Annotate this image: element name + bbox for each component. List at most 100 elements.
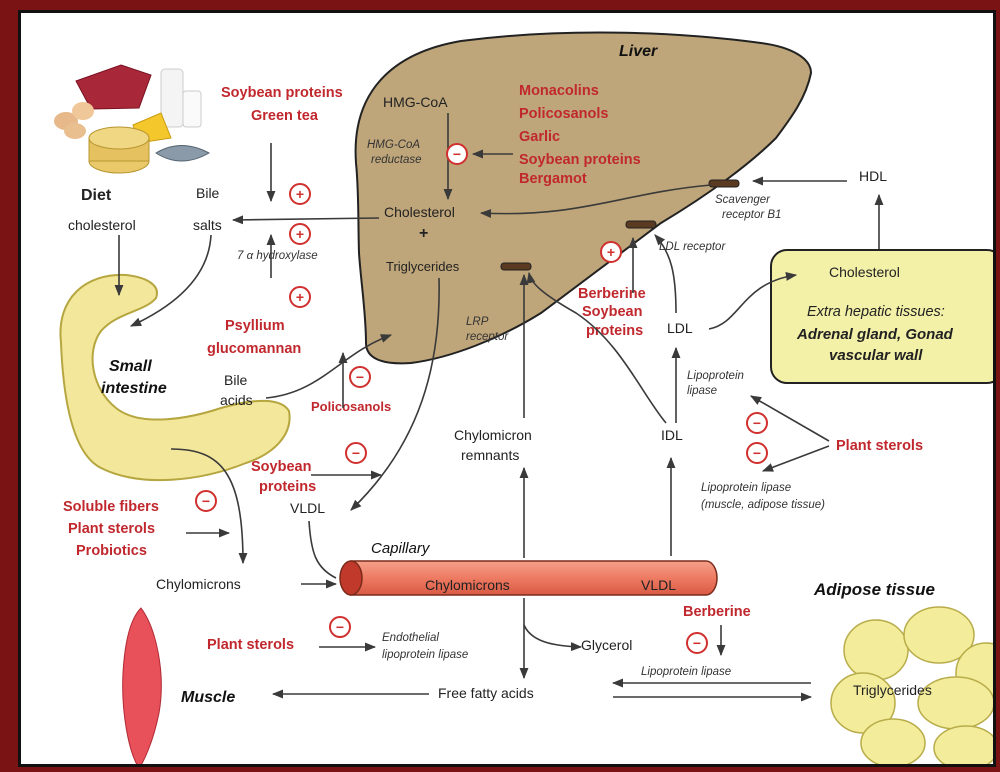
diet-label: Diet (81, 187, 112, 204)
minus-sign-vldl: − (346, 443, 366, 463)
adipose-triglycerides: Triglycerides (853, 682, 932, 698)
minus-sign-muscle: − (330, 617, 350, 637)
plus-sign-3: + (290, 287, 310, 307)
agent-berberine-soy-line1: Berberine (578, 286, 646, 302)
capillary-label: Capillary (371, 540, 431, 557)
agent-fibers-line1: Soluble fibers (63, 499, 159, 515)
svg-text:−: − (753, 445, 761, 461)
adipose-lpl-label: Lipoprotein lipase (641, 666, 731, 678)
agent-berberine-soy-line3: proteins (586, 323, 643, 339)
minus-sign-adipose: − (687, 633, 707, 653)
lpl-line2: lipase (687, 385, 717, 397)
small-intestine-label-1: Small (109, 358, 152, 375)
bile-acids-line1: Bile (224, 372, 248, 388)
diagram-frame: Liver HMG-CoA HMG-CoA reductase Choleste… (18, 10, 996, 767)
capillary-end (340, 561, 362, 595)
endothelial-line1: Endothelial (382, 632, 439, 644)
lpl-line1: Lipoprotein (687, 370, 744, 382)
adipose-label: Adipose tissue (813, 580, 935, 599)
minus-sign-bile: − (350, 367, 370, 387)
scavenger-line1: Scavenger (715, 194, 771, 206)
agent-monacolins: Monacolins (519, 83, 599, 99)
minus-sign-liver: − (447, 144, 467, 164)
hydroxylase-label: 7 α hydroxylase (237, 250, 318, 262)
minus-sign-lpl-muscle: − (747, 443, 767, 463)
agent-soybean-vldl-line1: Soybean (251, 459, 311, 475)
agent-policosanols-bile: Policosanols (311, 399, 391, 414)
diet-food-illustration (54, 65, 209, 173)
extra-hepatic-title: Extra hepatic tissues: (807, 304, 945, 320)
svg-text:−: − (352, 445, 360, 461)
ldl-label: LDL (667, 320, 693, 336)
free-fatty-acids-label: Free fatty acids (438, 685, 534, 701)
ldl-receptor-label: LDL receptor (659, 241, 726, 253)
muscle-shape (123, 608, 162, 767)
svg-text:−: − (336, 619, 344, 635)
agent-garlic: Garlic (519, 129, 560, 145)
vldl-label: VLDL (290, 500, 325, 516)
plus-sign-ldl: + (601, 242, 621, 262)
chylomicron-remnants-line2: remnants (461, 447, 519, 463)
svg-text:−: − (753, 415, 761, 431)
agent-soybean-proteins: Soybean proteins (519, 152, 641, 168)
liver-plus: + (419, 225, 428, 242)
agent-psyllium-line2: glucomannan (207, 341, 301, 357)
agent-fibers-line3: Probiotics (76, 543, 147, 559)
agent-soybean-vldl-line2: proteins (259, 479, 316, 495)
extra-hepatic-line2: vascular wall (829, 347, 923, 364)
liver-cholesterol-label: Cholesterol (384, 204, 455, 220)
minus-sign-lpl: − (747, 413, 767, 433)
svg-text:−: − (693, 635, 701, 651)
bile-salts-line2: salts (193, 217, 222, 233)
capillary-vldl: VLDL (641, 577, 676, 593)
glycerol-label: Glycerol (581, 637, 632, 653)
capillary-chylomicrons: Chylomicrons (425, 577, 510, 593)
lipid-metabolism-diagram: Liver HMG-CoA HMG-CoA reductase Choleste… (21, 13, 996, 767)
svg-text:+: + (296, 186, 304, 202)
hmg-reductase-line2: reductase (371, 154, 422, 166)
agent-soybean-green-line2: Green tea (251, 108, 319, 124)
lrp-line1: LRP (466, 316, 489, 328)
svg-text:−: − (202, 493, 210, 509)
extra-hepatic-cholesterol: Cholesterol (829, 264, 900, 280)
idl-label: IDL (661, 427, 683, 443)
agent-plant-sterols-right: Plant sterols (836, 438, 923, 454)
small-intestine-label-2: intestine (101, 380, 167, 397)
lpl-muscle-line2: (muscle, adipose tissue) (701, 499, 825, 511)
hdl-label: HDL (859, 168, 887, 184)
agent-soybean-green-line1: Soybean proteins (221, 85, 343, 101)
liver-label: Liver (619, 43, 658, 60)
bile-salts-line1: Bile (196, 185, 220, 201)
minus-sign-fibers: − (196, 491, 216, 511)
svg-text:+: + (296, 289, 304, 305)
hmg-coa-label: HMG-CoA (383, 94, 448, 110)
agent-policosanols: Policosanols (519, 106, 608, 122)
ldl-receptor-shape (626, 221, 656, 228)
extra-hepatic-line1: Adrenal gland, Gonad (796, 326, 954, 343)
lpl-muscle-line1: Lipoprotein lipase (701, 482, 791, 494)
diagram-stage: Liver HMG-CoA HMG-CoA reductase Choleste… (21, 13, 996, 767)
agent-fibers-line2: Plant sterols (68, 521, 155, 537)
scavenger-line2: receptor B1 (722, 209, 781, 221)
endothelial-line2: lipoprotein lipase (382, 649, 468, 661)
svg-text:−: − (356, 369, 364, 385)
plus-sign-2: + (290, 224, 310, 244)
hmg-reductase-line1: HMG-CoA (367, 139, 420, 151)
agent-berberine-soy-line2: Soybean (582, 304, 642, 320)
lrp-receptor-shape (501, 263, 531, 270)
svg-text:+: + (607, 244, 615, 260)
lrp-line2: receptor (466, 331, 509, 343)
agent-berberine-adipose: Berberine (683, 604, 751, 620)
plus-sign-1: + (290, 184, 310, 204)
agent-bergamot: Bergamot (519, 171, 587, 187)
muscle-label: Muscle (181, 689, 235, 706)
svg-text:−: − (453, 146, 461, 162)
bile-acids-line2: acids (220, 392, 253, 408)
diet-cholesterol-label: cholesterol (68, 217, 136, 233)
agent-psyllium-line1: Psyllium (225, 318, 285, 334)
scavenger-receptor-shape (709, 180, 739, 187)
chylomicrons-label: Chylomicrons (156, 576, 241, 592)
chylomicron-remnants-line1: Chylomicron (454, 427, 532, 443)
svg-text:+: + (296, 226, 304, 242)
liver-triglycerides-label: Triglycerides (386, 259, 460, 274)
